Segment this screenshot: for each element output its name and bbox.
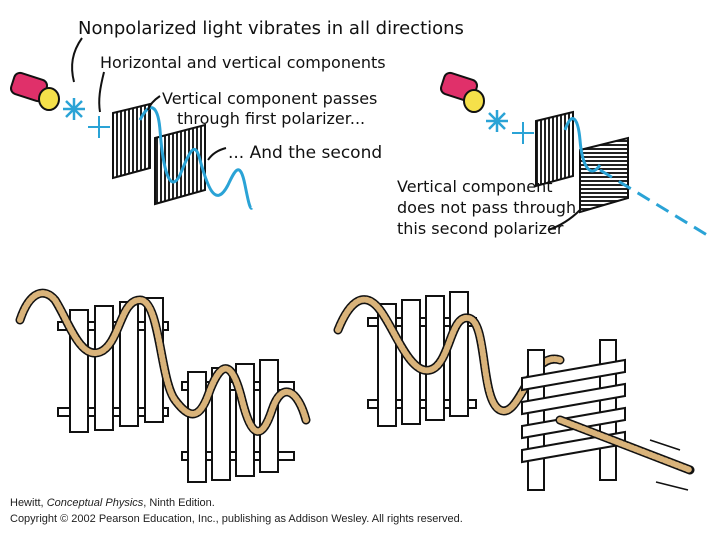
- pointer-arrow: [71, 37, 83, 83]
- label-blocked-line2: does not pass through: [397, 198, 576, 217]
- credit-line: Hewitt, Conceptual Physics, Ninth Editio…: [10, 497, 215, 509]
- copyright: Copyright © 2002 Pearson Education, Inc.…: [10, 513, 463, 525]
- credit-book: Conceptual Physics: [46, 497, 144, 509]
- rope-right-fill: [335, 296, 563, 414]
- starburst-icon: [486, 110, 508, 132]
- cross-arrows-icon: [512, 122, 534, 144]
- label-components: Horizontal and vertical components: [100, 53, 386, 72]
- rope-fill: [17, 290, 309, 435]
- first-polarizer-right: [535, 110, 574, 188]
- rope-straight-fill: [557, 417, 693, 473]
- second-polarizer: [154, 123, 206, 206]
- cross-arrows-icon: [88, 116, 110, 138]
- crossed-polarizer: [579, 136, 629, 214]
- label-passes-line1: Vertical component passes: [162, 89, 377, 108]
- pointer-arrow: [547, 209, 581, 231]
- credit-edition: , Ninth Edition.: [143, 497, 215, 509]
- pointer-arrow: [207, 147, 227, 161]
- vertical-wave: [563, 117, 602, 173]
- label-nonpolarized: Nonpolarized light vibrates in all direc…: [78, 18, 464, 39]
- first-polarizer: [112, 102, 151, 180]
- credit-author: Hewitt,: [10, 497, 47, 509]
- flashlight-right: [439, 71, 485, 113]
- flashlight-left: [9, 71, 60, 111]
- label-blocked-line3: this second polarizer: [397, 219, 564, 238]
- transmitted-wave: [138, 106, 254, 210]
- pointer-arrow: [98, 71, 105, 113]
- label-blocked-line1: Vertical component: [397, 177, 553, 196]
- label-second: ... And the second: [228, 143, 382, 163]
- starburst-icon: [63, 98, 85, 120]
- pointer-arrow: [147, 95, 161, 111]
- motion-lines: [649, 439, 689, 491]
- fence-horizontal: [521, 339, 626, 491]
- label-passes-line2: through first polarizer...: [177, 109, 365, 128]
